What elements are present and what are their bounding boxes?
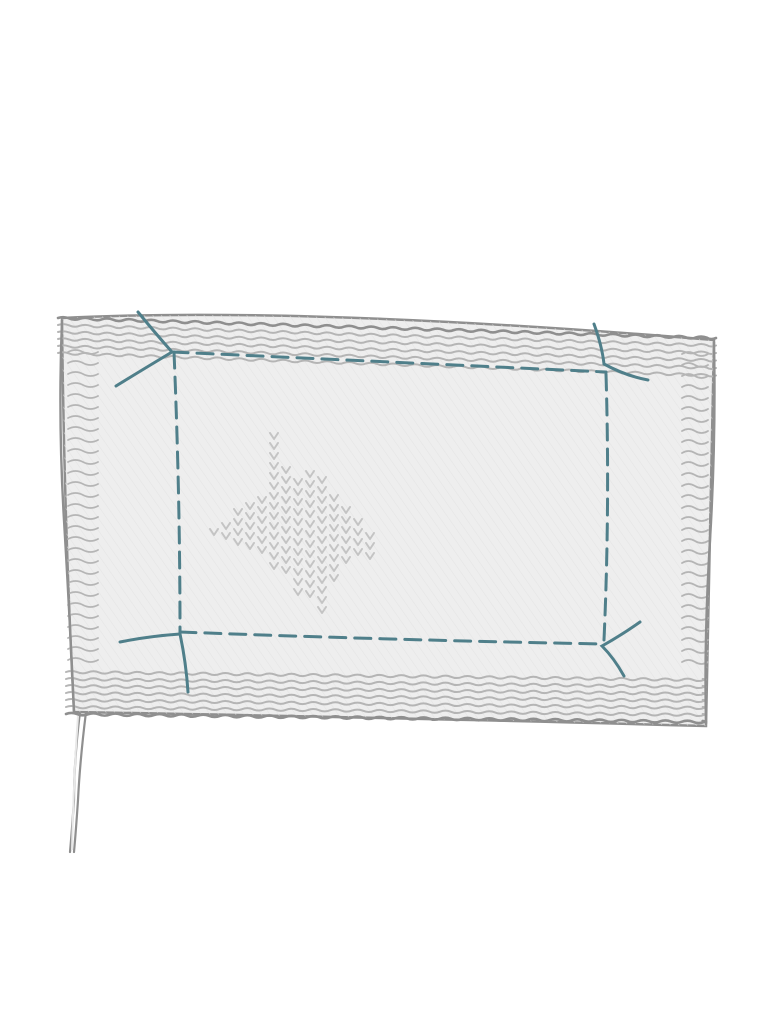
tail-strand xyxy=(74,712,86,852)
yarn-tail-icon xyxy=(70,712,86,852)
